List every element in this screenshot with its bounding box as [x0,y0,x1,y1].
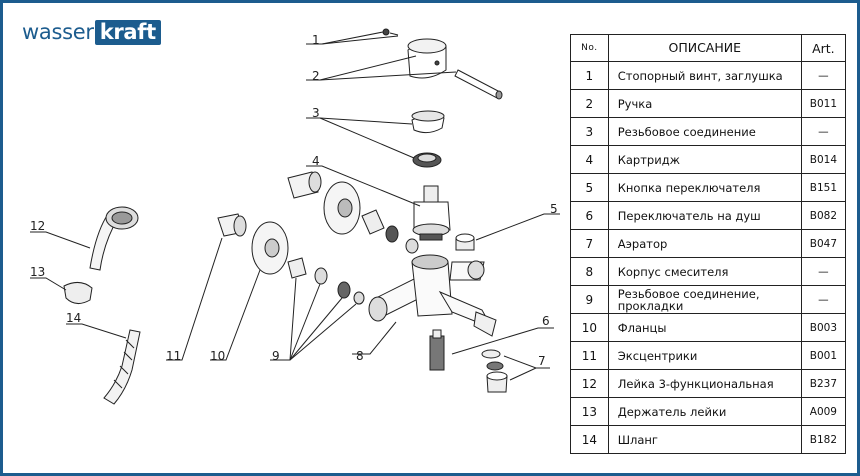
part-flange-upper [287,171,419,254]
callout-6: 6 [542,314,550,328]
header-description: ОПИСАНИЕ [607,34,802,62]
row-art: — [800,117,847,146]
row-no: 7 [570,229,609,258]
row-art: — [800,257,847,286]
row-description: Аэратор [607,229,802,258]
brand-logo-text: wasser [22,20,94,44]
callout-9: 9 [272,349,280,363]
row-no: 6 [570,201,609,230]
part-diverter-knob [455,233,475,251]
row-description: Держатель лейки [607,397,802,426]
row-art: — [800,61,847,90]
row-description: Резьбовое соединение [607,117,802,146]
header-art: Art. [800,34,847,62]
row-description: Резьбовое соединение, прокладки [607,285,802,314]
row-art: B011 [800,89,847,118]
row-description: Фланцы [607,313,802,342]
callout-2: 2 [312,69,320,83]
parts-table-header: No. ОПИСАНИЕ Art. [570,34,847,62]
row-description: Шланг [607,425,802,454]
row-no: 11 [570,341,609,370]
part-threaded-connection [411,110,445,168]
row-art: B047 [800,229,847,258]
row-no: 9 [570,285,609,314]
callout-14: 14 [66,311,81,325]
row-no: 14 [570,425,609,454]
row-no: 13 [570,397,609,426]
row-art: B182 [800,425,847,454]
callout-10: 10 [210,349,225,363]
row-description: Кнопка переключателя [607,173,802,202]
row-art: B001 [800,341,847,370]
row-art: — [800,285,847,314]
row-no: 1 [570,61,609,90]
callout-4: 4 [312,154,320,168]
row-art: B014 [800,145,847,174]
part-flange [251,221,289,275]
callout-12: 12 [30,219,45,233]
row-no: 4 [570,145,609,174]
row-no: 8 [570,257,609,286]
part-shower-holder [63,282,93,304]
row-no: 2 [570,89,609,118]
row-no: 10 [570,313,609,342]
row-description: Лейка 3-функциональная [607,369,802,398]
part-set-screw [382,28,399,36]
row-no: 12 [570,369,609,398]
row-description: Картридж [607,145,802,174]
callout-1: 1 [312,33,320,47]
row-no: 5 [570,173,609,202]
callout-8: 8 [356,349,364,363]
part-eccentric [217,213,247,237]
part-cartridge [412,185,451,241]
header-no: No. [570,34,609,62]
part-hand-shower [89,206,139,271]
row-art: A009 [800,397,847,426]
row-art: B151 [800,173,847,202]
row-description: Ручка [607,89,802,118]
callout-11: 11 [166,349,181,363]
part-shower-diverter [429,329,445,371]
part-hose [103,329,141,405]
row-description: Эксцентрики [607,341,802,370]
brand-logo-box: kraft [94,19,161,45]
part-mixer-body [368,254,497,337]
callout-5: 5 [550,202,558,216]
row-no: 3 [570,117,609,146]
callout-13: 13 [30,265,45,279]
row-art: B003 [800,313,847,342]
row-description: Переключатель на душ [607,201,802,230]
part-handle [407,38,503,100]
part-gaskets [287,257,365,305]
part-aerator [481,349,508,393]
row-art: B237 [800,369,847,398]
row-description: Стопорный винт, заглушка [607,61,802,90]
callout-7: 7 [538,354,546,368]
row-art: B082 [800,201,847,230]
leader-lines [30,31,560,381]
row-description: Корпус смесителя [607,257,802,286]
callout-3: 3 [312,106,320,120]
